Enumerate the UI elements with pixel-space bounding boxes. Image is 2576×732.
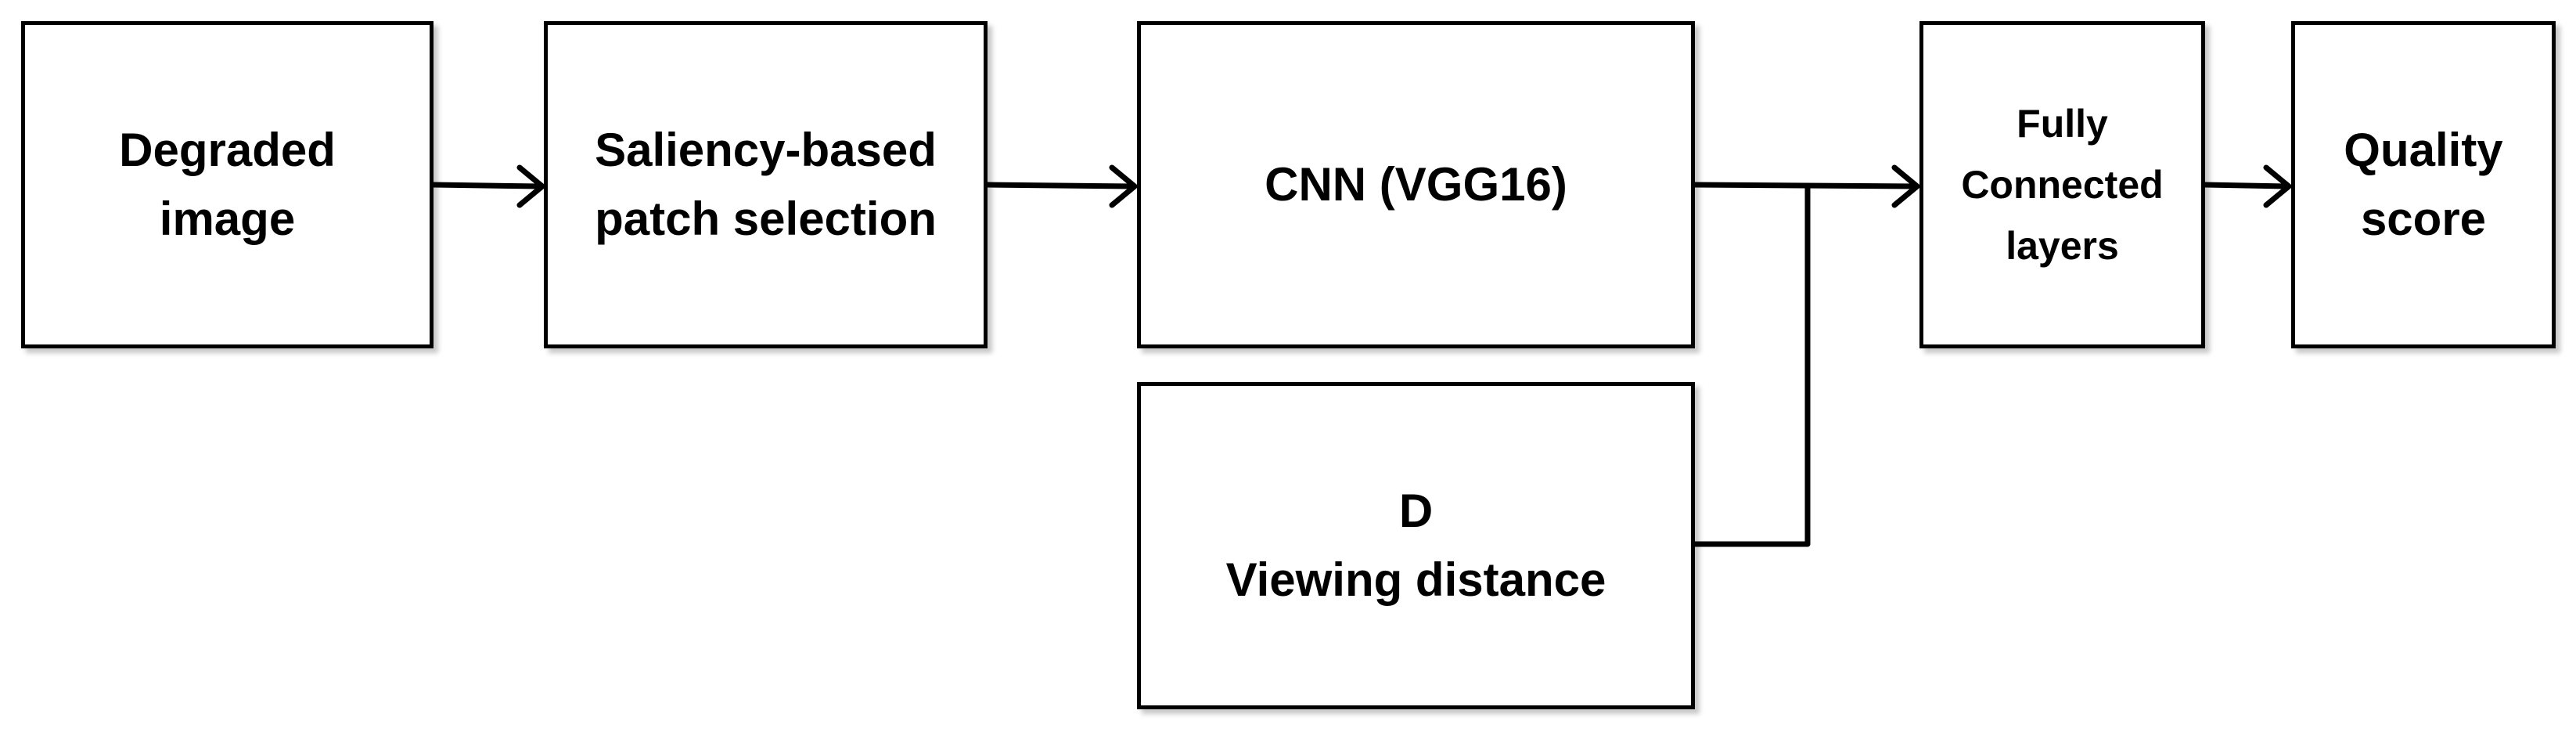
viewing-distance-label-line-2: Viewing distance: [1225, 554, 1606, 606]
arrow-saliency-to-cnn: [984, 182, 1136, 189]
fully-connected-label-line-1: Fully: [2017, 102, 2108, 146]
arrow-distance-to-fc: [1692, 183, 1811, 547]
arrowhead-saliency-to-cnn: [1109, 164, 1138, 208]
fully-connected-label-line-3: layers: [2006, 224, 2119, 268]
patch-selection-label-line-1: Saliency-based: [595, 124, 937, 176]
quality-score-label-line-2: score: [2360, 193, 2487, 245]
cnn-label: CNN (VGG16): [1265, 158, 1567, 211]
patch-selection-label-line-2: patch selection: [595, 193, 937, 245]
arrowhead-fc-to-quality: [2263, 164, 2292, 208]
quality-score-label-line-1: Quality: [2344, 124, 2503, 176]
viewing-distance-box: D Viewing distance: [1137, 382, 1695, 709]
fully-connected-box: Fully Connected layers: [1919, 21, 2205, 348]
degraded-image-label-line-2: image: [159, 193, 296, 245]
quality-score-box: Quality score: [2291, 21, 2556, 348]
degraded-image-label-line-1: Degraded: [119, 124, 336, 176]
cnn-box: CNN (VGG16): [1137, 21, 1695, 348]
arrow-degraded-to-saliency: [430, 182, 543, 189]
arrowhead-cnn-to-fc: [1891, 164, 1920, 208]
degraded-image-box: Degraded image: [21, 21, 434, 348]
arrowhead-degraded-to-saliency: [516, 164, 545, 208]
arrow-fc-to-quality: [2202, 182, 2290, 189]
fully-connected-label-line-2: Connected: [1961, 163, 2164, 207]
patch-selection-box: Saliency-based patch selection: [544, 21, 988, 348]
viewing-distance-label-line-1: D: [1398, 485, 1434, 537]
